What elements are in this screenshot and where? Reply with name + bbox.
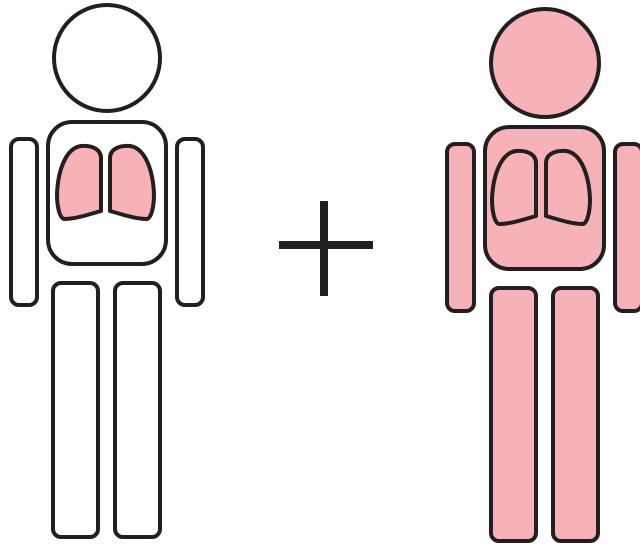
right-arm-icon <box>177 139 203 305</box>
head-icon <box>491 9 599 117</box>
left-arm-icon <box>11 139 37 305</box>
left-leg-icon <box>491 288 536 541</box>
person-lungs-only-icon <box>11 5 203 537</box>
right-leg-icon <box>115 283 160 537</box>
right-arm-icon <box>615 144 640 311</box>
head-icon <box>54 5 160 111</box>
left-arm-icon <box>447 144 474 311</box>
plus-vertical-bar <box>320 201 328 296</box>
right-leg-icon <box>553 288 598 541</box>
person-whole-body-icon <box>447 9 640 541</box>
left-leg-icon <box>53 283 98 537</box>
plus-icon <box>279 201 373 296</box>
